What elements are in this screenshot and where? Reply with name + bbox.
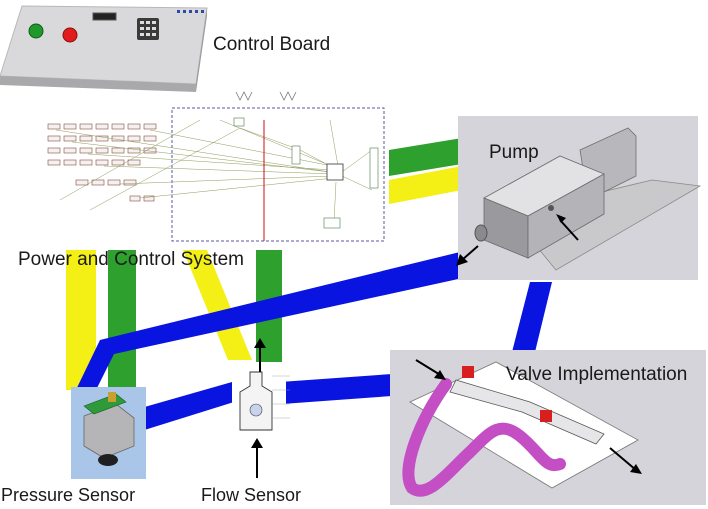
blue-line-flow-to-valve: [280, 374, 392, 404]
valve-label: Valve Implementation: [506, 364, 688, 385]
pump-assembly: [458, 116, 702, 280]
power-control-label: Power and Control System: [18, 249, 244, 270]
yellow-line-pressure: [66, 250, 96, 390]
stop-button-icon: [62, 27, 78, 43]
blue-line-pump-to-valve: [512, 282, 552, 352]
pressure-sensor-label: Pressure Sensor: [1, 485, 136, 505]
pump-label: Pump: [489, 142, 539, 163]
arrow-icon: [415, 359, 642, 474]
green-line-pump: [389, 138, 462, 176]
blue-line-pressure-to-flow: [134, 382, 234, 432]
power-control-schematic: [47, 91, 385, 242]
valve-handle-top: [462, 366, 474, 378]
flow-sensor-label: Flow Sensor: [201, 485, 302, 505]
arrow-icon: [556, 214, 579, 241]
yellow-line-pump: [389, 166, 462, 204]
valve-handle-bottom: [540, 410, 552, 422]
display-icon: [92, 12, 117, 21]
valve-assembly: [390, 350, 706, 505]
control-board-label: Control Board: [213, 34, 331, 55]
start-button-icon: [28, 23, 44, 39]
blue-line-pump-to-pressure: [73, 252, 472, 396]
arrow-icon: [456, 245, 479, 266]
control-board: [0, 5, 208, 92]
arrow-icon: [251, 338, 266, 478]
connection-bands: [66, 138, 552, 432]
pressure-sensor: [71, 387, 146, 479]
green-line-pressure: [108, 250, 136, 390]
yellow-line-flow: [183, 250, 252, 360]
keypad-icon: [137, 18, 159, 40]
flow-sensor: [232, 338, 290, 478]
